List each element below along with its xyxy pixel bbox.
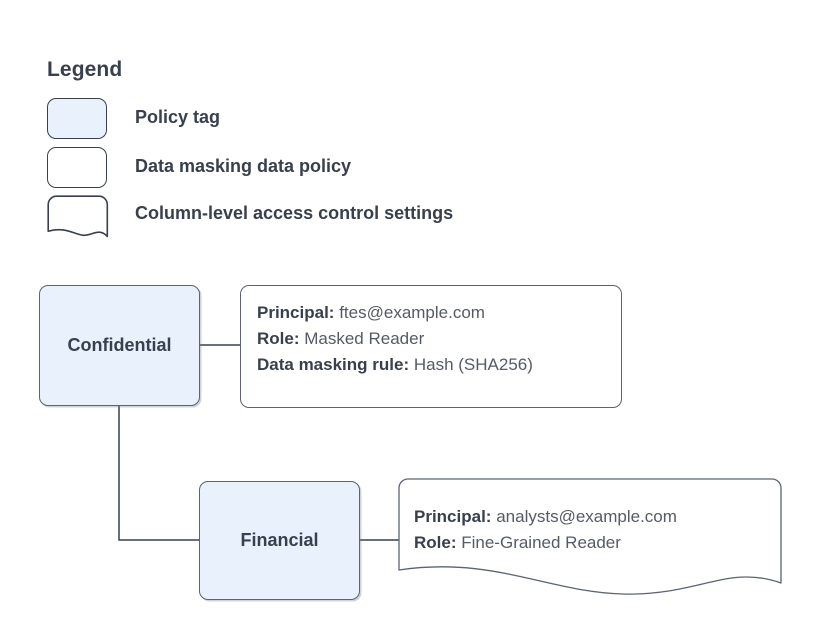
detail-box-financial-shape [398, 478, 782, 595]
detail-value-principal-financial: analysts@example.com [496, 507, 677, 526]
legend-item-policy-tag: Policy tag [47, 98, 567, 139]
legend-item-data-masking-policy: Data masking data policy [47, 147, 567, 188]
node-confidential[interactable]: Confidential [39, 285, 200, 406]
legend-label-policy-tag: Policy tag [135, 107, 221, 127]
detail-box-confidential-policy[interactable]: Principal: ftes@example.com Role: Masked… [240, 285, 622, 408]
detail-key-masking-rule: Data masking rule: [257, 354, 410, 374]
node-confidential-label: Confidential [67, 335, 172, 355]
connector-confidential-to-financial [118, 406, 199, 541]
detail-value-masking-rule: Hash (SHA256) [413, 354, 533, 374]
detail-key-principal-financial: Principal: [414, 507, 492, 526]
detail-key-principal: Principal: [257, 303, 335, 322]
detail-line-principal: Principal: ftes@example.com [257, 300, 605, 326]
detail-box-financial-text: Principal: analysts@example.com Role: Fi… [414, 504, 766, 557]
detail-key-role-financial: Role: [414, 533, 457, 553]
detail-value-principal: ftes@example.com [339, 303, 485, 322]
detail-key-role: Role: [257, 328, 300, 348]
detail-box-financial-policy[interactable]: Principal: analysts@example.com Role: Fi… [398, 478, 782, 600]
detail-line-role-financial: Role: Fine-Grained Reader [414, 530, 766, 556]
legend-item-column-level-access: Column-level access control settings [47, 195, 607, 239]
node-financial-label: Financial [240, 530, 319, 550]
detail-value-role-financial: Fine-Grained Reader [461, 533, 621, 553]
detail-line-role: Role: Masked Reader [257, 326, 605, 352]
legend-swatch-data-masking-policy-icon [47, 147, 107, 188]
legend-title: Legend [47, 58, 123, 81]
detail-line-masking-rule: Data masking rule: Hash (SHA256) [257, 352, 605, 378]
legend-label-data-masking-policy: Data masking data policy [135, 156, 352, 176]
legend-swatch-column-level-access-icon [47, 195, 109, 238]
node-financial[interactable]: Financial [199, 481, 360, 600]
legend-label-column-level-access: Column-level access control settings [135, 203, 454, 223]
legend-swatch-policy-tag-icon [47, 98, 107, 139]
detail-line-principal-financial: Principal: analysts@example.com [414, 504, 766, 530]
detail-value-role: Masked Reader [304, 328, 425, 348]
